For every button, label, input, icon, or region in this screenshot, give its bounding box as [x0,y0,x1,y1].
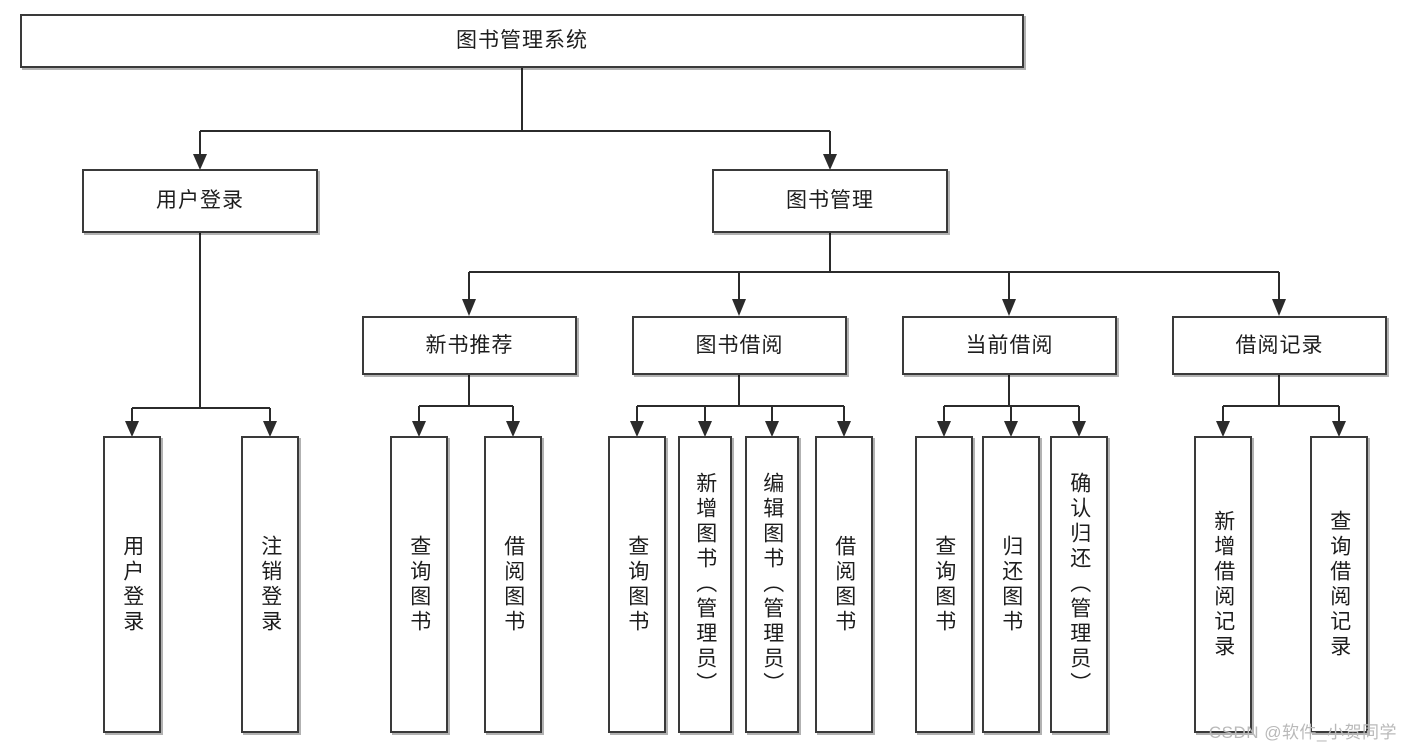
node-book-manage[interactable]: 图书管理 [712,169,948,233]
node-user-login-label: 用户登录 [156,189,244,213]
node-book-borrow-label: 图书借阅 [695,333,784,357]
node-leaf-query-book-2[interactable]: 查询图书 [608,436,666,733]
node-leaf-user-login-label: 用户登录 [120,534,144,635]
node-user-login[interactable]: 用户登录 [82,169,318,233]
node-new-book-recommend[interactable]: 新书推荐 [362,316,577,375]
node-leaf-borrow-book-1[interactable]: 借阅图书 [484,436,542,733]
node-leaf-borrow-book-2-label: 借阅图书 [832,534,856,635]
node-leaf-query-book-2-label: 查询图书 [625,534,649,635]
node-leaf-add-record-label: 新增借阅记录 [1211,509,1235,660]
node-leaf-return-book[interactable]: 归还图书 [982,436,1040,733]
node-root-label: 图书管理系统 [456,29,588,53]
node-leaf-confirm-return-label: 确认归还（管理员） [1067,472,1091,697]
node-leaf-logout-login[interactable]: 注销登录 [241,436,299,733]
node-leaf-query-book-1-label: 查询图书 [407,534,431,635]
node-leaf-query-record[interactable]: 查询借阅记录 [1310,436,1368,733]
node-new-book-recommend-label: 新书推荐 [425,333,514,357]
node-book-borrow[interactable]: 图书借阅 [632,316,847,375]
node-leaf-query-book-3-label: 查询图书 [932,534,956,635]
node-current-borrow-label: 当前借阅 [965,333,1054,357]
node-leaf-borrow-book-1-label: 借阅图书 [501,534,525,635]
node-leaf-add-book-label: 新增图书（管理员） [693,472,717,697]
node-borrow-record-label: 借阅记录 [1235,333,1324,357]
node-current-borrow[interactable]: 当前借阅 [902,316,1117,375]
watermark-text: CSDN @软件_小贺同学 [1208,723,1397,742]
node-root[interactable]: 图书管理系统 [20,14,1024,68]
node-leaf-add-book[interactable]: 新增图书（管理员） [678,436,732,733]
node-leaf-confirm-return[interactable]: 确认归还（管理员） [1050,436,1108,733]
node-leaf-return-book-label: 归还图书 [999,534,1023,635]
node-book-manage-label: 图书管理 [786,189,874,213]
node-leaf-edit-book-label: 编辑图书（管理员） [760,472,784,697]
node-leaf-logout-login-label: 注销登录 [258,534,282,635]
node-leaf-borrow-book-2[interactable]: 借阅图书 [815,436,873,733]
node-leaf-edit-book[interactable]: 编辑图书（管理员） [745,436,799,733]
node-leaf-user-login[interactable]: 用户登录 [103,436,161,733]
node-leaf-query-book-3[interactable]: 查询图书 [915,436,973,733]
node-leaf-add-record[interactable]: 新增借阅记录 [1194,436,1252,733]
node-borrow-record[interactable]: 借阅记录 [1172,316,1387,375]
node-leaf-query-book-1[interactable]: 查询图书 [390,436,448,733]
node-leaf-query-record-label: 查询借阅记录 [1327,509,1351,660]
